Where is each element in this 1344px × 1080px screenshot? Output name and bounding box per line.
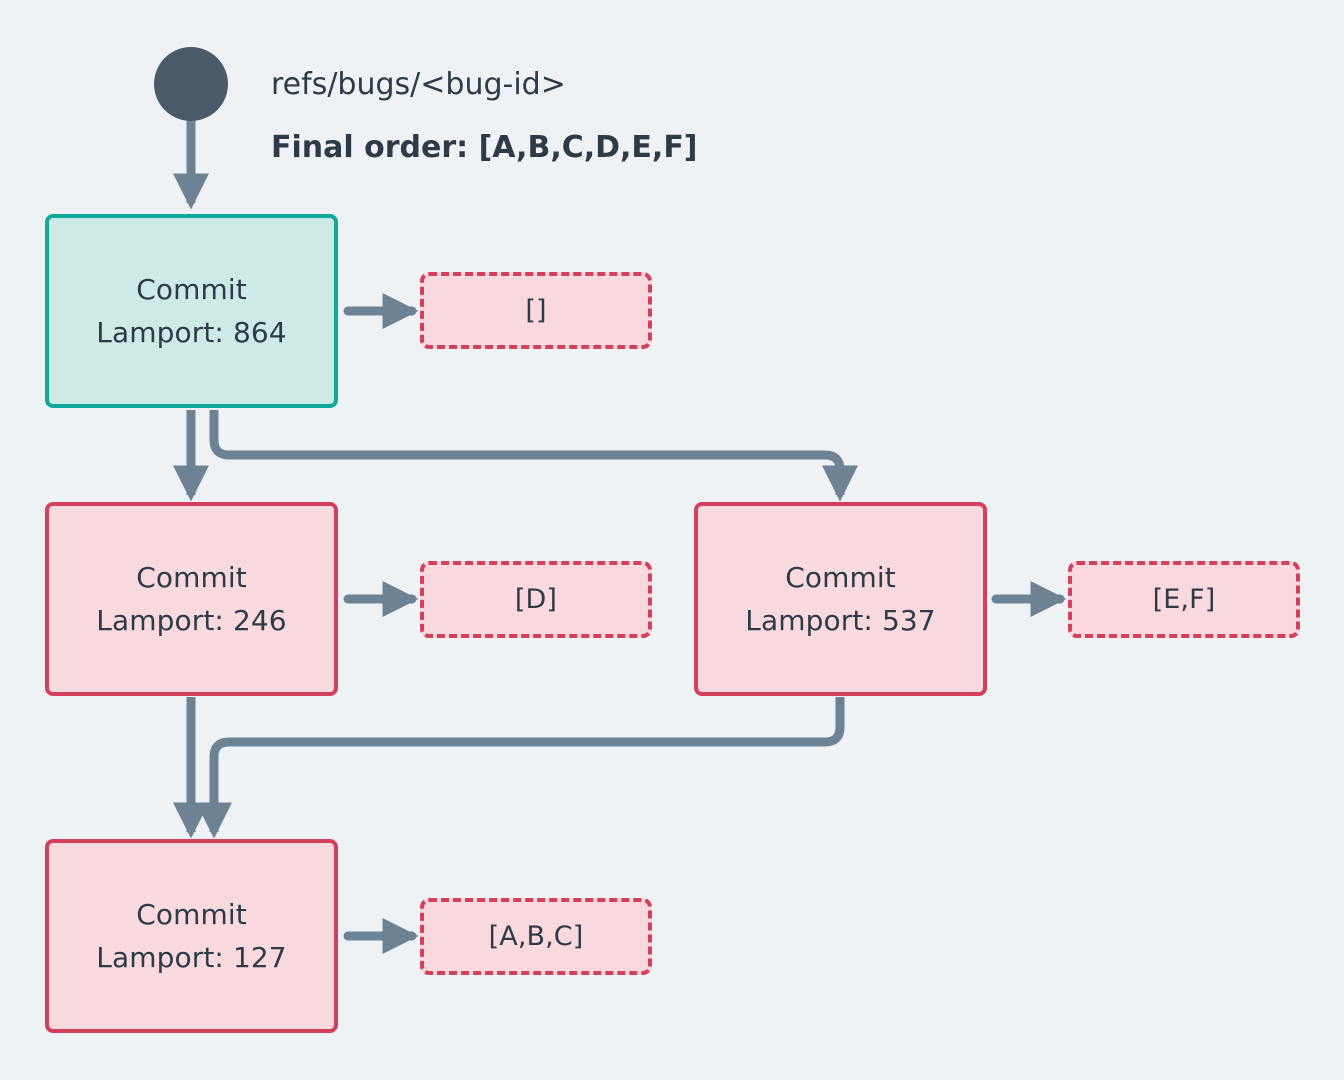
commit-127-line2: Lamport: 127 — [96, 941, 287, 974]
commit-127-line1: Commit — [136, 897, 247, 931]
commit-864-line2: Lamport: 864 — [96, 316, 287, 349]
commit-node-246[interactable]: Commit Lamport: 246 — [45, 502, 338, 696]
payload-127-value: [A,B,C] — [488, 920, 584, 952]
edge-commit864-to-commit537 — [209, 410, 858, 502]
commit-537-line1: Commit — [785, 560, 896, 594]
final-order-label: Final order: [A,B,C,D,E,F] — [271, 130, 698, 165]
payload-node-246[interactable]: [D] — [420, 561, 652, 638]
payload-864-value: [] — [525, 294, 547, 326]
payload-node-864[interactable]: [] — [420, 272, 652, 349]
commit-246-line1: Commit — [136, 560, 247, 594]
ref-head-circle[interactable] — [154, 47, 228, 121]
commit-node-127[interactable]: Commit Lamport: 127 — [45, 839, 338, 1033]
commit-node-537[interactable]: Commit Lamport: 537 — [694, 502, 987, 696]
payload-537-value: [E,F] — [1152, 583, 1216, 615]
payload-246-value: [D] — [514, 583, 558, 615]
ref-name-label: refs/bugs/<bug-id> — [271, 67, 566, 102]
edge-commit537-to-commit127 — [196, 697, 845, 839]
commit-246-line2: Lamport: 246 — [96, 604, 287, 637]
payload-node-127[interactable]: [A,B,C] — [420, 898, 652, 975]
commit-864-line1: Commit — [136, 272, 247, 306]
commit-node-864[interactable]: Commit Lamport: 864 — [45, 214, 338, 408]
commit-537-line2: Lamport: 537 — [745, 604, 936, 637]
payload-node-537[interactable]: [E,F] — [1068, 561, 1300, 638]
